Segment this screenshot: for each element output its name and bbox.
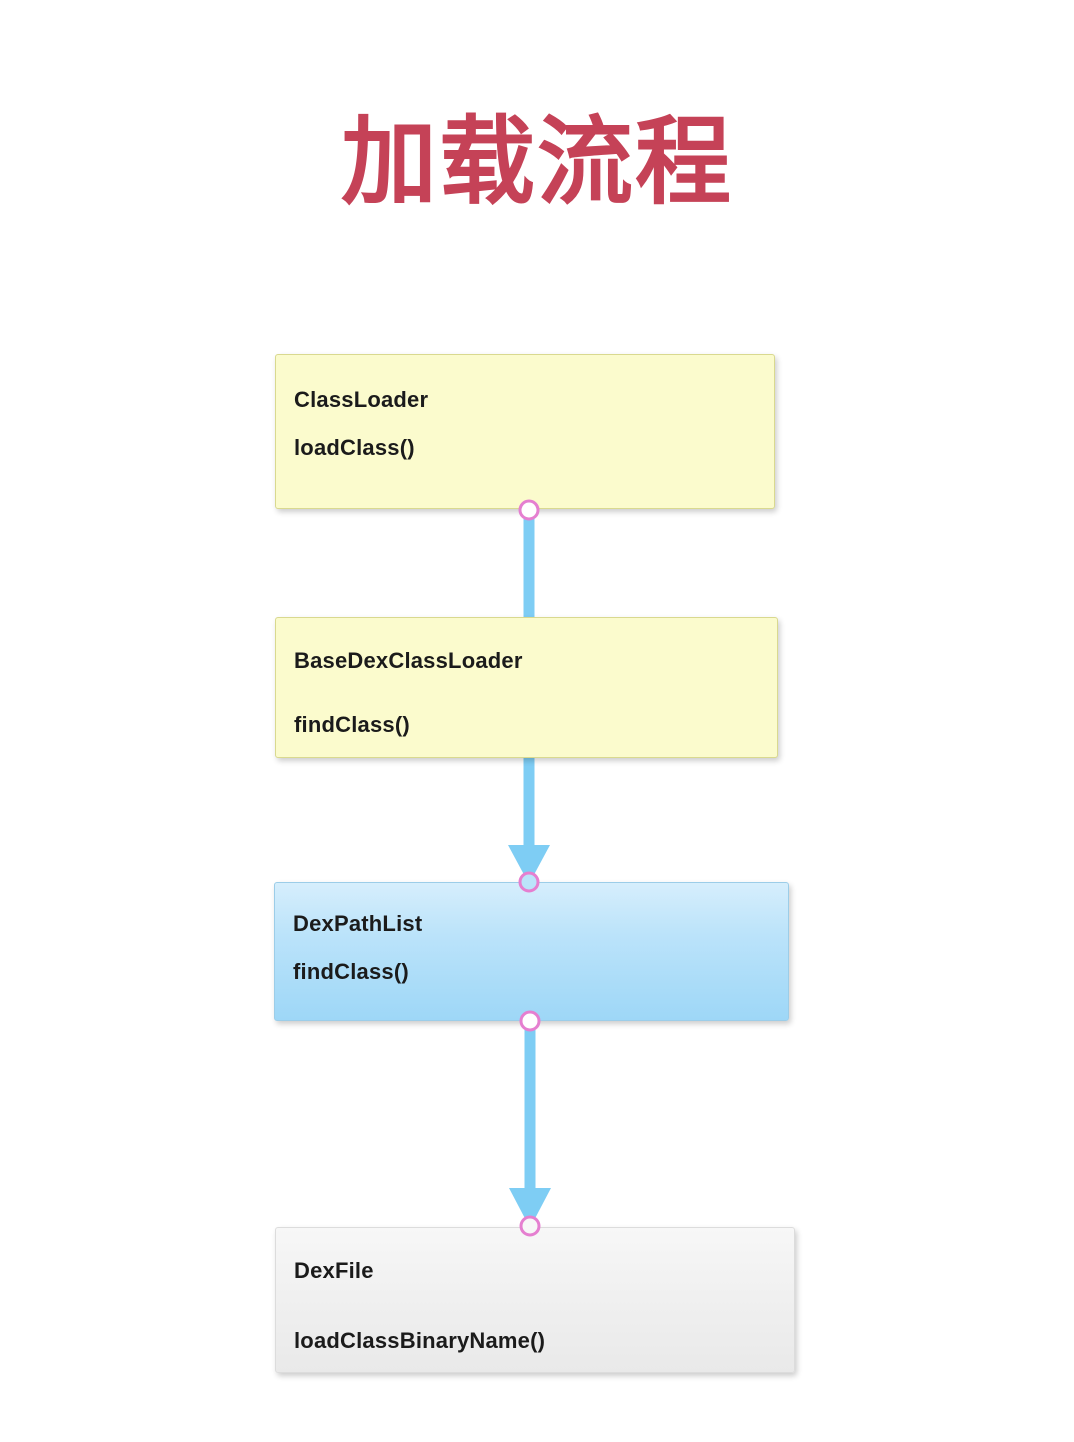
node-dexfile[interactable]: DexFile loadClassBinaryName()	[275, 1227, 795, 1373]
node-classloader[interactable]: ClassLoader loadClass()	[275, 354, 775, 509]
node-classloader-method: loadClass()	[294, 435, 415, 460]
node-dexfile-method: loadClassBinaryName()	[294, 1328, 546, 1353]
node-dexpathlist[interactable]: DexPathList findClass()	[274, 882, 789, 1021]
arrowhead-icon	[508, 845, 550, 884]
page-title: 加载流程	[341, 106, 733, 218]
node-basedexclassloader[interactable]: BaseDexClassLoader findClass()	[275, 617, 778, 758]
edge-dexpathlist-to-dexfile	[509, 1020, 551, 1228]
node-classloader-title: ClassLoader	[294, 387, 429, 412]
node-basedexclassloader-title: BaseDexClassLoader	[294, 648, 523, 673]
node-dexfile-title: DexFile	[294, 1258, 374, 1283]
node-basedexclassloader-method: findClass()	[294, 712, 410, 737]
node-dexpathlist-title: DexPathList	[293, 911, 423, 936]
node-dexpathlist-method: findClass()	[293, 959, 409, 984]
arrowhead-icon	[509, 1188, 551, 1228]
